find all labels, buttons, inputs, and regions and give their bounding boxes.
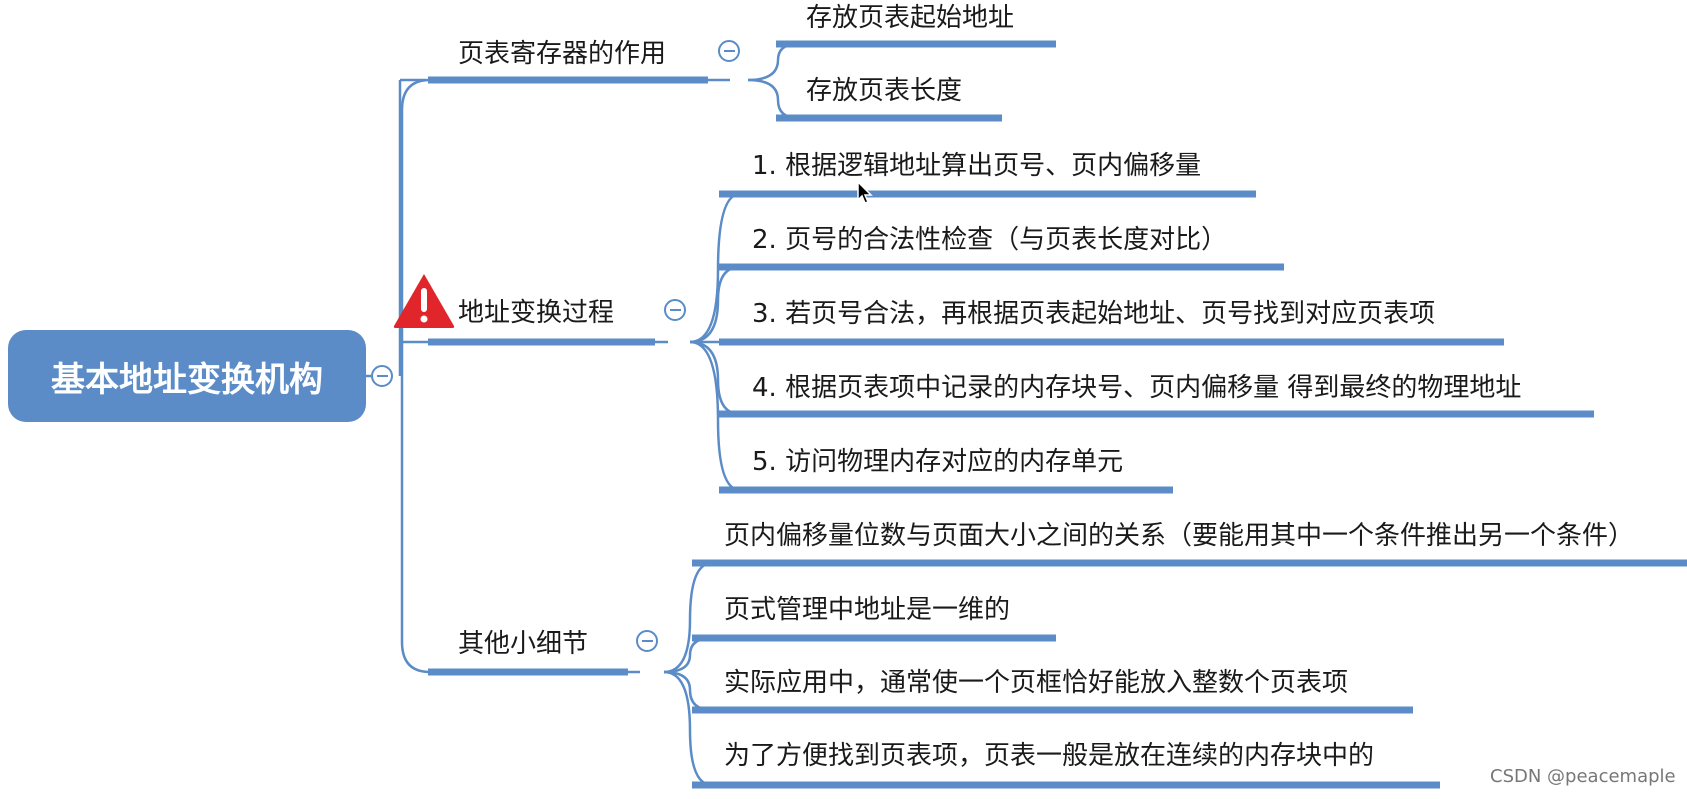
branch-label-page-table-register: 页表寄存器的作用 xyxy=(458,39,667,69)
detail-label: 实际应用中，通常使一个页框恰好能放入整数个页表项 xyxy=(724,668,1349,698)
step-label: 1. 根据逻辑地址算出页号、页内偏移量 xyxy=(752,151,1202,181)
detail-label: 页内偏移量位数与页面大小之间的关系（要能用其中一个条件推出另一个条件） xyxy=(724,521,1635,551)
branch-collapse-toggle[interactable] xyxy=(636,630,658,652)
detail-label: 页式管理中地址是一维的 xyxy=(724,595,1011,625)
branch-collapse-toggle[interactable] xyxy=(718,40,740,62)
detail-label: 为了方便找到页表项，页表一般是放在连续的内存块中的 xyxy=(724,741,1375,771)
child-label: 存放页表起始地址 xyxy=(806,3,1015,33)
root-label: 基本地址变换机构 xyxy=(51,359,323,400)
step-label: 2. 页号的合法性检查（与页表长度对比） xyxy=(752,225,1228,255)
child-label: 存放页表长度 xyxy=(806,76,963,106)
step-label: 5. 访问物理内存对应的内存单元 xyxy=(752,447,1124,477)
step-label: 4. 根据页表项中记录的内存块号、页内偏移量 得到最终的物理地址 xyxy=(752,373,1522,403)
warning-icon xyxy=(393,274,455,328)
root-collapse-toggle[interactable] xyxy=(371,365,393,387)
step-label: 3. 若页号合法，再根据页表起始地址、页号找到对应页表项 xyxy=(752,299,1436,329)
branch-collapse-toggle[interactable] xyxy=(664,299,686,321)
branch-label-address-translation: 地址变换过程 xyxy=(458,298,615,328)
branch-label-other-details: 其他小细节 xyxy=(458,629,589,659)
mouse-cursor-icon xyxy=(857,180,873,204)
root-node[interactable]: 基本地址变换机构 xyxy=(8,330,366,422)
watermark: CSDN @peacemaple xyxy=(1490,766,1676,787)
